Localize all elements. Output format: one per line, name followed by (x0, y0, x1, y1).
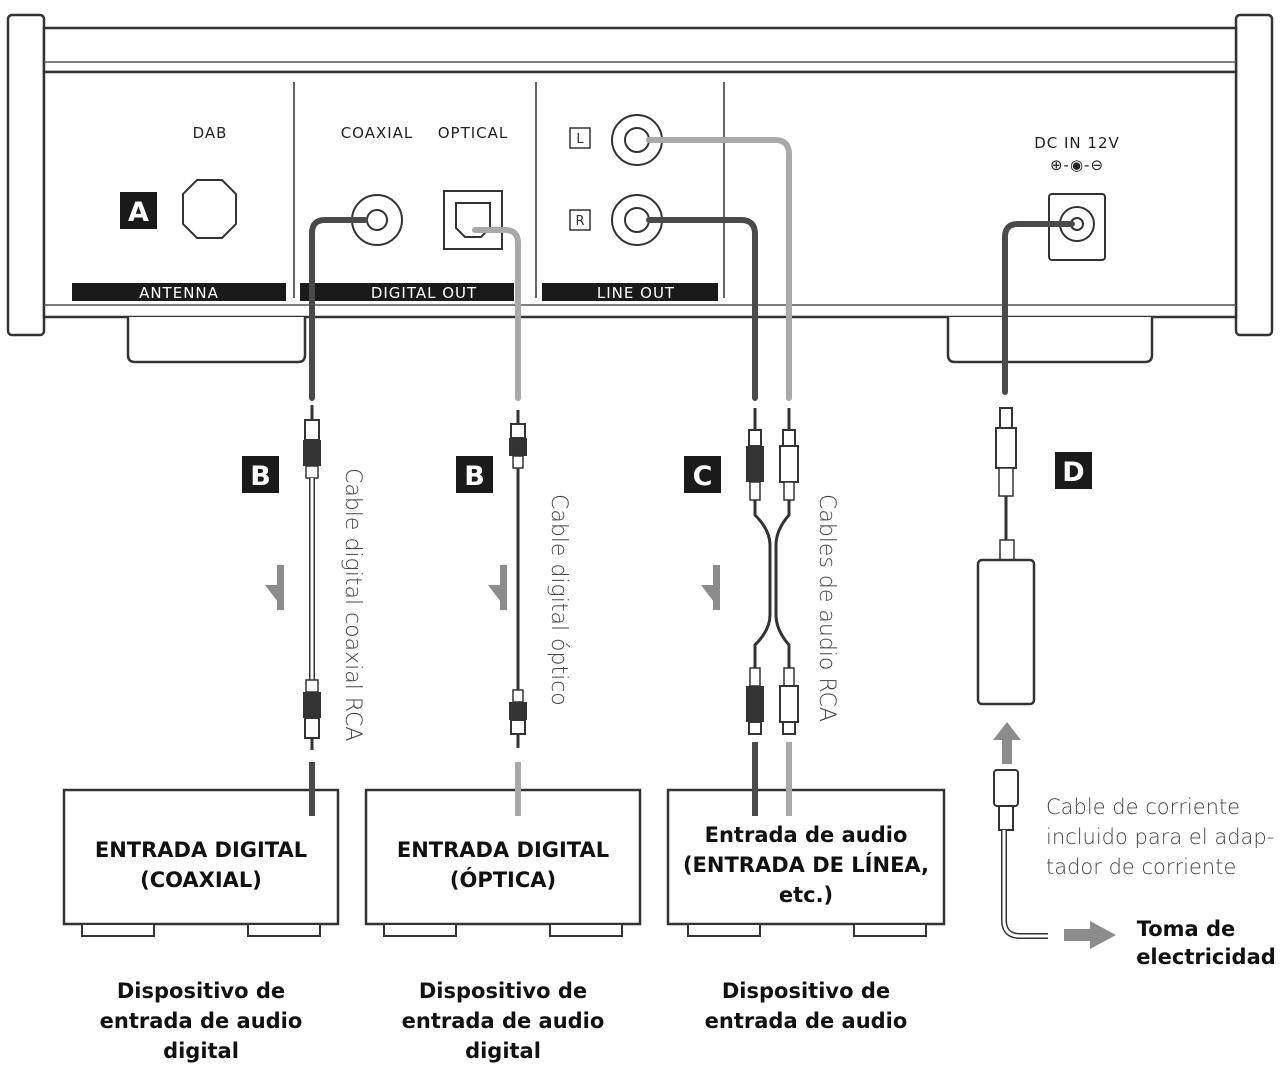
down-arrow-icon (701, 565, 720, 610)
optical-cable: B Cable digital óptico (456, 410, 571, 748)
outlet-label-2: electricidad (1136, 945, 1276, 969)
panel-top-rail (42, 26, 1238, 74)
device-optical-input-2: (ÓPTICA) (450, 867, 556, 892)
rca-r-cable-route (646, 217, 758, 401)
up-arrow-icon (993, 722, 1021, 764)
badge-b-optical (456, 456, 493, 493)
power-cord-label-3: tador de corriente (1046, 855, 1236, 879)
antenna-section-label: ANTENNA (139, 284, 219, 302)
panel-left-bracket (6, 13, 46, 337)
right-arrow-icon (1064, 921, 1116, 949)
antenna-section-bar (72, 283, 286, 301)
device-line-in-caption-2: entrada de audio (705, 1009, 908, 1033)
power-adapter: D Cable de corriente incluido para el ad… (976, 407, 1276, 969)
device-line-in-caption-1: Dispositivo de (722, 979, 890, 1003)
rca-cable-label: Cables de audio RCA (814, 494, 839, 722)
line-out-section-bar (542, 283, 718, 301)
badge-c (684, 456, 721, 493)
rca-l-cable-route (646, 137, 792, 401)
panel-right-bracket (1234, 13, 1274, 337)
power-cord-label-2: incluido para el adap- (1046, 825, 1274, 849)
device-optical-input-1: ENTRADA DIGITAL (397, 838, 609, 862)
device-line-in-input-3: etc.) (779, 883, 833, 907)
rca-cables: C Cables de audio RCA (684, 408, 839, 735)
badge-c-letter: C (693, 461, 713, 492)
optical-cable-route (472, 227, 521, 401)
outlet-label-1: Toma de (1137, 917, 1236, 941)
badge-a (120, 192, 157, 229)
dab-label: DAB (193, 124, 228, 142)
optical-cable-label: Cable digital óptico (546, 494, 571, 706)
badge-a-letter: A (128, 197, 149, 228)
device-coaxial-caption-1: Dispositivo de (117, 979, 285, 1003)
device-line-in-input-1: Entrada de audio (705, 823, 908, 847)
panel-foot-right (946, 317, 1154, 364)
device-coaxial-caption-2: entrada de audio (100, 1009, 303, 1033)
coaxial-cable-label: Cable digital coaxial RCA (340, 468, 365, 741)
device-line-in-box (666, 788, 946, 926)
antenna-connector (182, 179, 237, 239)
device-optical-caption-1: Dispositivo de (419, 979, 587, 1003)
badge-b-coax-letter: B (250, 461, 271, 492)
device-line-in: Entrada de audio (ENTRADA DE LÍNEA, etc.… (666, 742, 946, 1033)
rear-panel: ANTENNA DIGITAL OUT LINE OUT DAB A COAXI… (6, 13, 1274, 364)
device-coaxial-box (62, 788, 340, 926)
badge-b-optical-letter: B (464, 461, 485, 492)
power-adapter-box (976, 558, 1036, 706)
cable-routes (309, 137, 1075, 401)
down-arrow-icon (265, 565, 284, 610)
coaxial-cable: B Cable digital coaxial RCA (242, 405, 365, 750)
device-coaxial: ENTRADA DIGITAL (COAXIAL) Dispositivo de… (62, 762, 340, 1063)
badge-b-coax (242, 456, 279, 493)
optical-label: OPTICAL (438, 124, 509, 142)
device-optical-box (364, 788, 642, 926)
panel-foot-left (126, 317, 307, 364)
badge-d-letter: D (1062, 457, 1084, 488)
badge-d (1055, 452, 1092, 489)
device-optical-caption-3: digital (465, 1039, 541, 1063)
jack-l-marker (569, 127, 591, 149)
device-coaxial-caption-3: digital (163, 1039, 239, 1063)
device-optical: ENTRADA DIGITAL (ÓPTICA) Dispositivo de … (364, 762, 642, 1063)
line-out-section-label: LINE OUT (597, 284, 675, 302)
jack-r-letter: R (575, 214, 584, 229)
device-line-in-input-2: (ENTRADA DE LÍNEA, (683, 852, 929, 877)
dc-in-label: DC IN 12V (1034, 134, 1120, 152)
dc-cable-route (1002, 221, 1075, 395)
device-coaxial-input-2: (COAXIAL) (140, 868, 262, 892)
power-cord (1001, 830, 1048, 939)
down-arrow-icon (488, 565, 507, 610)
device-coaxial-input-1: ENTRADA DIGITAL (95, 838, 307, 862)
digital-out-section-label: DIGITAL OUT (371, 284, 477, 302)
power-cord-label-1: Cable de corriente (1046, 795, 1240, 819)
dc-polarity-symbol: ⊕-◉-⊖ (1050, 156, 1104, 174)
jack-l-letter: L (576, 132, 584, 147)
coaxial-cable-route (309, 217, 368, 401)
digital-out-section-bar (300, 283, 514, 301)
coaxial-label: COAXIAL (341, 124, 414, 142)
device-optical-caption-2: entrada de audio (402, 1009, 605, 1033)
jack-r-marker (569, 209, 591, 231)
